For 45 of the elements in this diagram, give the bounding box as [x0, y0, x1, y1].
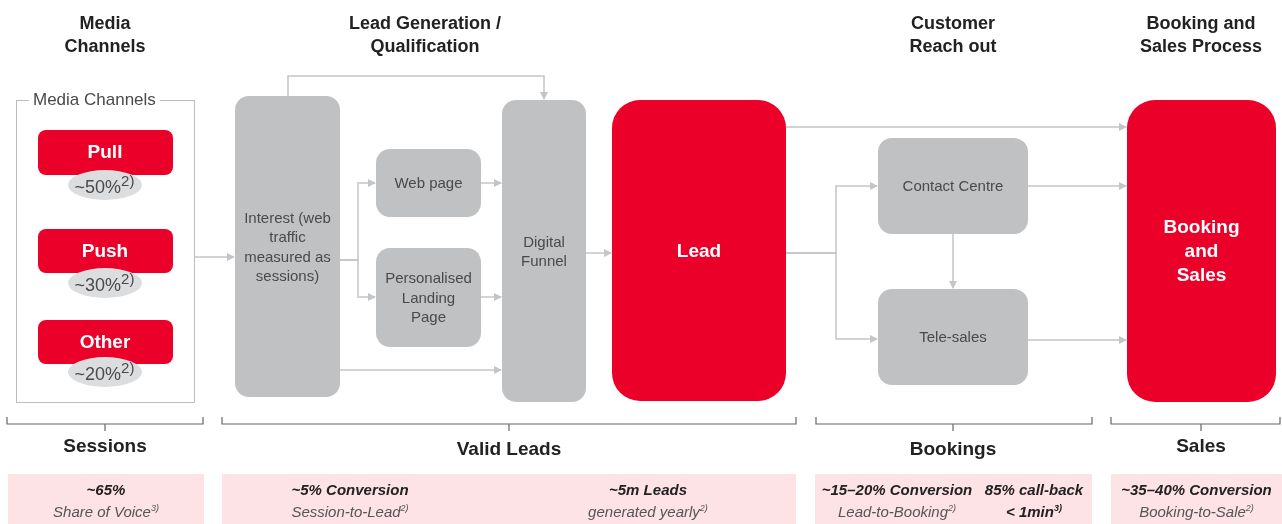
metric-value: ~65% — [86, 480, 126, 499]
metric-caption: Lead-to-Booking$^{2)}$ — [837, 502, 957, 521]
bracket-label: Sales — [1175, 434, 1227, 457]
process-box: Personalised Landing Page — [376, 248, 481, 347]
bracket-label: Bookings — [908, 437, 998, 460]
bracket-label: Sessions — [62, 434, 148, 457]
metric-value: ~15–20% Conversion — [821, 480, 973, 499]
arrow — [585, 249, 612, 257]
metric-panel — [8, 474, 204, 524]
arrow — [785, 252, 878, 343]
arrow — [339, 259, 376, 301]
metric-value: ~5m Leads — [609, 480, 687, 499]
column-heading: Customer Reach out — [908, 12, 998, 58]
metric-caption: Booking-to-Sale$^{2)}$ — [1139, 502, 1254, 521]
metric-panel — [815, 474, 1092, 524]
arrow — [194, 253, 235, 261]
metric-value: ~5% Conversion — [291, 480, 409, 499]
arrow — [949, 233, 957, 289]
metric-value: 85% call-back < 1min$^{3)}$ — [983, 480, 1085, 521]
arrow — [287, 75, 548, 100]
stage-box: Booking and Sales — [1127, 100, 1276, 402]
arrow — [339, 366, 502, 374]
metric-caption: Session-to-Lead$^{2)}$ — [291, 502, 409, 521]
column-heading: Media Channels — [63, 12, 147, 58]
metric-caption: generated yearly$^{2)}$ — [588, 502, 708, 521]
column-heading: Lead Generation / Qualification — [347, 12, 502, 58]
arrow — [480, 179, 502, 187]
channel-box: Push — [37, 228, 173, 273]
process-box: Tele-sales — [878, 289, 1028, 385]
arrow — [480, 293, 502, 301]
process-box: Digital Funnel — [502, 100, 586, 402]
metric-caption: Share of Voice$^{3)}$ — [53, 502, 159, 521]
arrow — [1027, 336, 1127, 344]
metric-value: ~35–40% Conversion — [1121, 480, 1272, 499]
column-heading: Booking and Sales Process — [1138, 12, 1264, 58]
channel-box: Pull — [37, 129, 173, 175]
metric-panel — [222, 474, 796, 524]
process-box: Contact Centre — [878, 138, 1028, 234]
bracket-label: Valid Leads — [455, 437, 563, 460]
arrow — [1027, 182, 1127, 190]
process-box: Web page — [376, 149, 481, 217]
process-box: Interest (web traffic measured as sessions) — [235, 96, 340, 397]
stage-box: Lead — [612, 100, 786, 401]
metric-panel — [1111, 474, 1282, 524]
arrow — [785, 123, 1127, 131]
